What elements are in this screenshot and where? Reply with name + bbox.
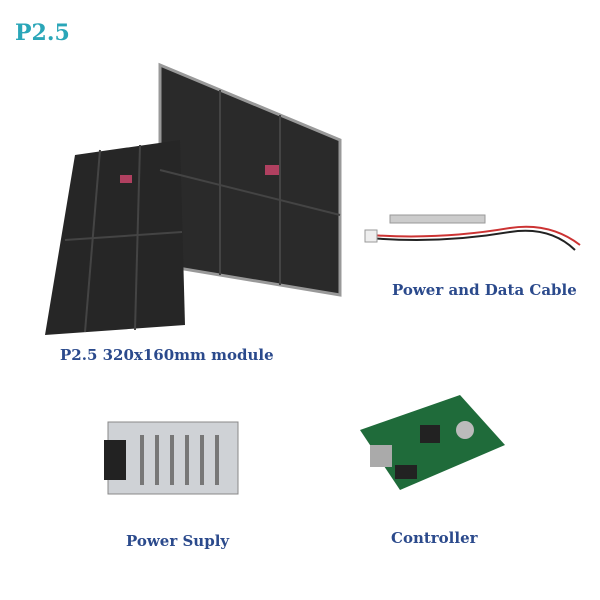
module-caption: P2.5 320x160mm module	[60, 346, 274, 364]
power-supply-image	[104, 421, 239, 495]
power-caption: Power Suply	[126, 532, 230, 550]
controller-caption: Controller	[391, 529, 478, 547]
cable-image	[364, 214, 581, 251]
page-title: P2.5	[15, 20, 70, 46]
cable-caption: Power and Data Cable	[392, 281, 577, 299]
controller-image	[360, 395, 505, 490]
led-module-image	[45, 62, 342, 335]
